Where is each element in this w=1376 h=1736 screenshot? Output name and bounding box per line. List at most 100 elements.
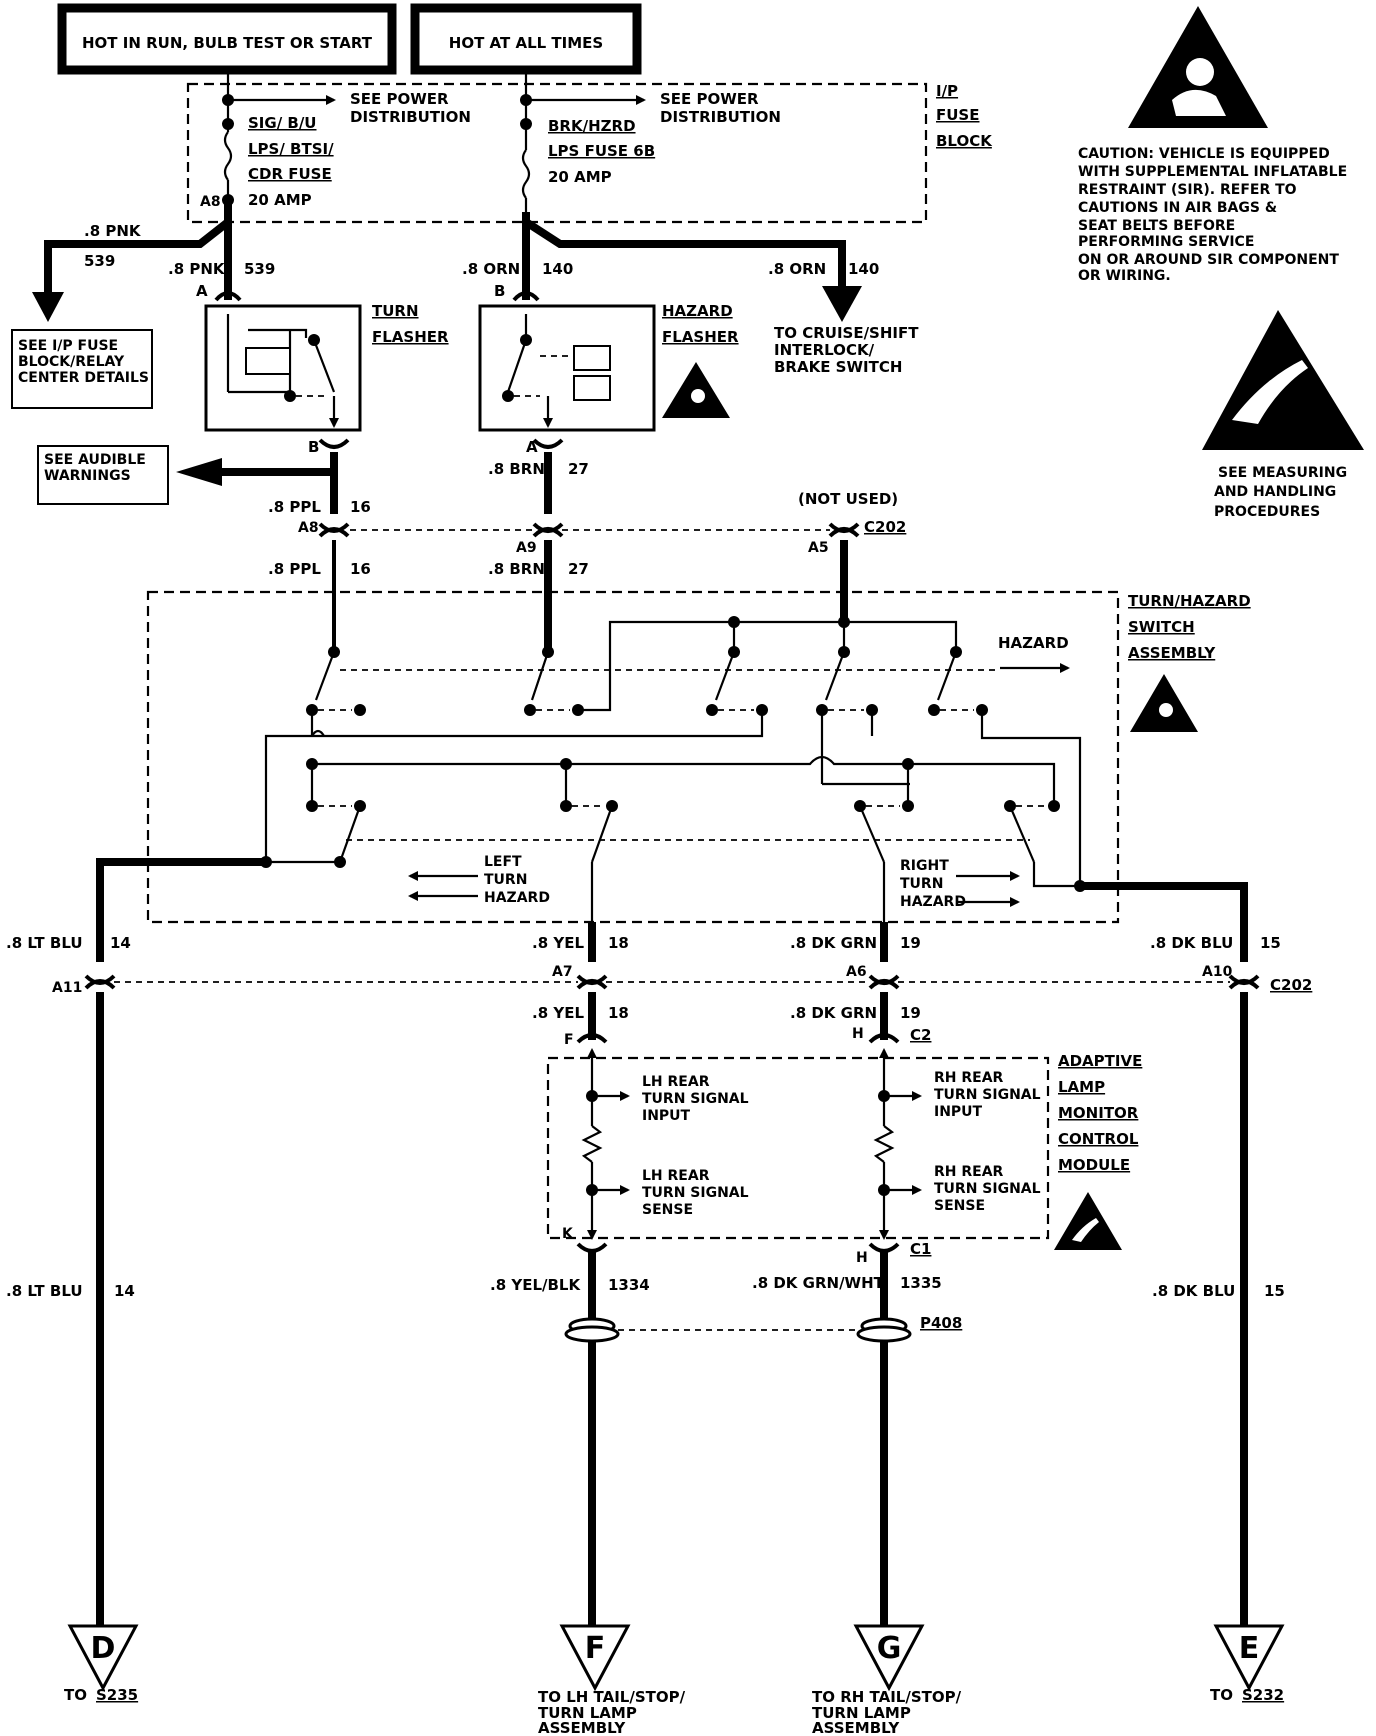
wire-yel-num: 18 (608, 934, 629, 952)
esd-caution-icon (1202, 310, 1364, 450)
c1-label: C1 (910, 1240, 931, 1258)
wire-yel-gauge: .8 YEL (532, 934, 584, 952)
hot-in-run-box: HOT IN RUN, BULB TEST OR START (57, 3, 397, 75)
hazard-flasher-label-2: FLASHER (662, 328, 739, 346)
terminal-f-dest-1: TO LH TAIL/STOP/ (538, 1688, 686, 1706)
see-power-dist-1b: DISTRIBUTION (350, 108, 471, 126)
wire-ppl-gauge: .8 PPL (268, 498, 321, 516)
sir-small-icon (662, 362, 730, 418)
wire-dkblu-num: 15 (1260, 934, 1281, 952)
lamp-monitor-module: F H C2 ADAPTIVE LAMP MONITOR CONTROL MOD… (546, 1026, 1142, 1266)
sir-caution-8: OR WIRING. (1078, 268, 1171, 284)
switch-right-2: TURN (900, 876, 943, 892)
c202-pin-a7: A7 (552, 964, 573, 980)
module-title-1: ADAPTIVE (1058, 1052, 1142, 1070)
rh-input-2: TURN SIGNAL (934, 1087, 1041, 1103)
c2-pin-h: H (852, 1026, 864, 1042)
wire-brn-num2: 27 (568, 560, 589, 578)
wire-dkgrn-num: 19 (900, 934, 921, 952)
esd-caution-1: SEE MEASURING (1218, 465, 1347, 481)
cruise-ref-1: TO CRUISE/SHIFT (774, 324, 919, 342)
fuse2-line1: BRK/HZRD (548, 117, 636, 135)
wire-ppl-num: 16 (350, 498, 371, 516)
fuse1-line4: 20 AMP (248, 191, 312, 209)
terminal-f-letter: F (585, 1631, 606, 1666)
c1-pin-h: H (856, 1250, 868, 1266)
fuse-relay-ref-3: CENTER DETAILS (18, 370, 149, 386)
rh-input-3: INPUT (934, 1104, 983, 1120)
wire-orn-right-num: 140 (848, 260, 879, 278)
wire-orn-num: 140 (542, 260, 573, 278)
terminal-d: D TO S235 (64, 1624, 139, 1704)
turn-flasher-pin-top: A (196, 282, 208, 300)
wire-ltblu-gauge2: .8 LT BLU (6, 1282, 83, 1300)
ip-fuse-block: I/P FUSE BLOCK (186, 82, 993, 224)
hazard-flasher-pin-top: B (494, 282, 505, 300)
lh-sense-1: LH REAR (642, 1168, 710, 1184)
p408-splice: P408 (564, 1314, 962, 1343)
sir-caution-4: CAUTIONS IN AIR BAGS & (1078, 200, 1277, 216)
c2-label: C2 (910, 1026, 931, 1044)
module-title-2: LAMP (1058, 1078, 1105, 1096)
c202-top-connector: A8 A9 A5 C202 (NOT USED) (298, 490, 906, 556)
turn-flasher-pin-bot: B (308, 438, 319, 456)
fuse-block-title-2: FUSE (936, 106, 979, 124)
switch-hazard-label: HAZARD (998, 634, 1069, 652)
terminal-e: E TO S232 (1210, 1624, 1285, 1704)
cruise-ref-3: BRAKE SWITCH (774, 358, 902, 376)
wire-brn-gauge2: .8 BRN (488, 560, 545, 578)
esd-caution-2: AND HANDLING (1214, 484, 1336, 500)
wire-dkblu-gauge: .8 DK BLU (1150, 934, 1233, 952)
wire-pnk-left-gauge: .8 PNK (84, 222, 142, 240)
turn-hazard-switch-assembly: TURN/HAZARD SWITCH ASSEMBLY HAZARD (146, 590, 1251, 924)
hazard-flasher-pin-bot: A (526, 438, 538, 456)
turn-flasher-label-2: FLASHER (372, 328, 449, 346)
wire-ltblu-num: 14 (110, 934, 131, 952)
fuse-brk-hzrd: SEE POWER DISTRIBUTION BRK/HZRD LPS FUSE… (520, 74, 781, 212)
module-title-3: MONITOR (1058, 1104, 1139, 1122)
c2-pin-f: F (564, 1032, 574, 1048)
wire-pnk-gauge: .8 PNK (168, 260, 226, 278)
terminal-d-letter: D (91, 1631, 116, 1666)
c202-not-used: (NOT USED) (798, 490, 898, 508)
sir-caution-6: PERFORMING SERVICE (1078, 234, 1254, 250)
wire-dkgrn-num2: 19 (900, 1004, 921, 1022)
wire-dkgrnwht-num: 1335 (900, 1274, 942, 1292)
terminal-e-letter: E (1239, 1631, 1260, 1666)
c202-bottom-connector: A11 A7 A6 A10 C202 (52, 964, 1312, 996)
terminal-g-dest-1: TO RH TAIL/STOP/ (812, 1688, 962, 1706)
hot-at-all-times-label: HOT AT ALL TIMES (449, 34, 603, 52)
lh-sense-3: SENSE (642, 1202, 693, 1218)
switch-title-1: TURN/HAZARD (1128, 592, 1251, 610)
terminal-g-letter: G (877, 1631, 902, 1666)
wire-orn-right-gauge: .8 ORN (768, 260, 826, 278)
turn-flasher-label-1: TURN (372, 302, 419, 320)
wire-dkblu-num2: 15 (1264, 1282, 1285, 1300)
switch-left-1: LEFT (484, 854, 522, 870)
switch-left-3: HAZARD (484, 890, 550, 906)
audible-ref-1: SEE AUDIBLE (44, 452, 146, 468)
esd-module-icon (1054, 1192, 1122, 1250)
wire-pnk-num: 539 (244, 260, 275, 278)
hot-at-all-times-box: HOT AT ALL TIMES (410, 3, 642, 75)
wire-dkgrnwht-gauge: .8 DK GRN/WHT (752, 1274, 885, 1292)
see-audible-warnings-ref: SEE AUDIBLE WARNINGS (37, 445, 169, 505)
p408-label: P408 (920, 1314, 962, 1332)
terminal-f: F TO LH TAIL/STOP/ TURN LAMP ASSEMBLY (538, 1624, 686, 1736)
audible-ref-2: WARNINGS (44, 468, 131, 484)
fuse-relay-ref-2: BLOCK/RELAY (18, 354, 125, 370)
terminal-e-dest: S232 (1242, 1686, 1284, 1704)
fuse2-line2: LPS FUSE 6B (548, 142, 655, 160)
sir-caution-1: CAUTION: VEHICLE IS EQUIPPED (1078, 146, 1330, 162)
wire-ltblu-num2: 14 (114, 1282, 135, 1300)
switch-right-3: HAZARD (900, 894, 966, 910)
switch-right-1: RIGHT (900, 858, 949, 874)
fuse1-line2: LPS/ BTSI/ (248, 140, 334, 158)
switch-title-3: ASSEMBLY (1128, 644, 1216, 662)
fuse1-line1: SIG/ B/U (248, 114, 317, 132)
terminal-e-to: TO (1210, 1686, 1233, 1704)
wire-dkgrn-gauge2: .8 DK GRN (790, 1004, 877, 1022)
see-power-dist-1a: SEE POWER (350, 90, 449, 108)
see-fuse-relay-ref: SEE I/P FUSE BLOCK/RELAY CENTER DETAILS (11, 329, 153, 409)
